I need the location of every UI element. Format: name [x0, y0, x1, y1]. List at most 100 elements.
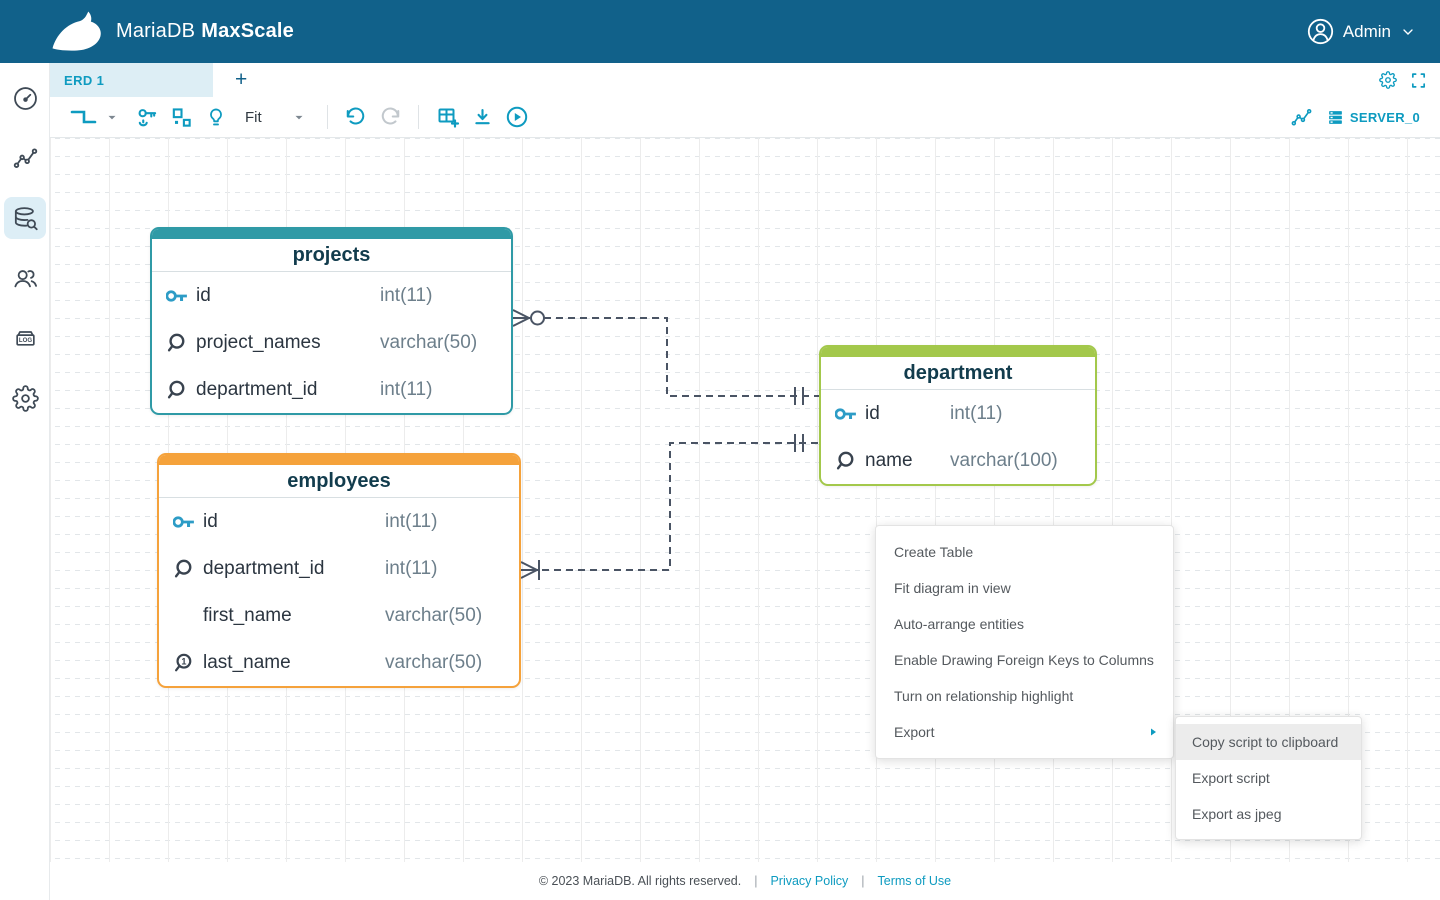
menu-item-label: Copy script to clipboard	[1192, 734, 1339, 750]
menu-item-enable-fk-drawing[interactable]: Enable Drawing Foreign Keys to Columns	[876, 642, 1173, 678]
relationship-lines	[512, 309, 819, 580]
magnifier-icon	[166, 379, 196, 401]
run-icon[interactable]	[499, 105, 535, 129]
users-icon	[12, 265, 39, 292]
table-row[interactable]: id int(11)	[152, 272, 511, 319]
erd-canvas[interactable]: projects id int(11) project_names varcha…	[50, 138, 1440, 862]
zoom-caret-icon[interactable]	[292, 110, 306, 124]
sidebar-item-settings[interactable]	[4, 377, 46, 419]
menu-item-label: Export	[894, 724, 935, 740]
relationship-shape-icon[interactable]	[63, 104, 103, 130]
table-title: projects	[152, 239, 511, 272]
sidebar-item-logs[interactable]: LOG	[4, 317, 46, 359]
terms-of-use-link[interactable]: Terms of Use	[877, 874, 952, 888]
table-row[interactable]: department_id int(11)	[159, 545, 519, 592]
magnifier-1-icon: 1	[173, 652, 203, 674]
sidebar-item-users[interactable]	[4, 257, 46, 299]
column-name: last_name	[203, 651, 291, 673]
column-type: int(11)	[950, 402, 1003, 424]
privacy-policy-link[interactable]: Privacy Policy	[770, 874, 849, 888]
line-chart-icon	[12, 145, 39, 172]
main-area: ERD 1 +	[50, 63, 1440, 900]
submenu-item-copy-script[interactable]: Copy script to clipboard	[1176, 724, 1361, 760]
sidebar-item-dashboard[interactable]	[4, 77, 46, 119]
column-type: int(11)	[385, 510, 438, 532]
column-type: varchar(100)	[950, 449, 1058, 471]
menu-item-fit-diagram[interactable]: Fit diagram in view	[876, 570, 1173, 606]
table-color-cap	[821, 347, 1095, 357]
entity-table-projects[interactable]: projects id int(11) project_names varcha…	[150, 227, 513, 415]
table-title: department	[821, 357, 1095, 390]
sidebar: LOG	[0, 63, 50, 900]
submenu-item-export-jpeg[interactable]: Export as jpeg	[1176, 796, 1361, 832]
column-type: varchar(50)	[385, 651, 483, 673]
visualize-icon[interactable]	[1290, 106, 1313, 129]
menu-item-relationship-highlight[interactable]: Turn on relationship highlight	[876, 678, 1173, 714]
logs-icon-label: LOG	[18, 338, 31, 344]
menu-item-label: Turn on relationship highlight	[894, 688, 1074, 704]
menu-item-create-table[interactable]: Create Table	[876, 534, 1173, 570]
menu-item-label: Export as jpeg	[1192, 806, 1282, 822]
column-name: first_name	[203, 604, 292, 626]
key-icon	[166, 288, 196, 304]
table-row[interactable]: id int(11)	[821, 390, 1095, 437]
sidebar-item-visualization[interactable]	[4, 137, 46, 179]
relationship-shape-caret-icon[interactable]	[105, 110, 119, 124]
app-footer: © 2023 MariaDB. All rights reserved. | P…	[50, 862, 1440, 900]
column-type: int(11)	[380, 378, 433, 400]
table-row[interactable]: id int(11)	[159, 498, 519, 545]
user-menu[interactable]: Admin	[1307, 18, 1416, 45]
svg-text:1: 1	[181, 656, 186, 666]
menu-item-export[interactable]: Export	[876, 714, 1173, 750]
column-type: int(11)	[385, 557, 438, 579]
toolbar-divider	[417, 105, 419, 129]
table-row[interactable]: first_name varchar(50)	[159, 592, 519, 639]
tab-erd-1[interactable]: ERD 1	[50, 63, 213, 97]
column-name: department_id	[203, 557, 325, 579]
footer-separator: |	[861, 874, 865, 888]
menu-item-label: Fit diagram in view	[894, 580, 1011, 596]
add-table-icon[interactable]	[430, 105, 466, 129]
entity-table-department[interactable]: department id int(11) name varchar(100)	[819, 345, 1097, 486]
table-row[interactable]: 1 last_name varchar(50)	[159, 639, 519, 686]
gear-icon	[11, 384, 39, 412]
fullscreen-icon[interactable]	[1410, 72, 1427, 89]
auto-arrange-icon[interactable]	[164, 106, 199, 129]
table-row[interactable]: name varchar(100)	[821, 437, 1095, 484]
magnifier-icon	[173, 558, 203, 580]
tab-label: ERD 1	[64, 72, 105, 88]
redo-icon[interactable]	[373, 106, 407, 128]
server-selector[interactable]: SERVER_0	[1327, 109, 1420, 126]
submenu-item-export-script[interactable]: Export script	[1176, 760, 1361, 796]
user-label: Admin	[1342, 21, 1391, 41]
table-color-cap	[152, 229, 511, 239]
table-title: employees	[159, 465, 519, 498]
brand-primary: MariaDB	[116, 20, 196, 42]
magnifier-icon	[166, 332, 196, 354]
export-diagram-icon[interactable]	[466, 107, 499, 128]
add-tab-button[interactable]: +	[235, 68, 248, 91]
toolbar-divider	[326, 105, 328, 129]
sidebar-item-query-editor[interactable]	[4, 197, 46, 239]
copyright-text: © 2023 MariaDB. All rights reserved.	[538, 874, 742, 888]
magnifier-icon	[835, 450, 865, 472]
menu-item-label: Create Table	[894, 544, 974, 560]
undo-icon[interactable]	[339, 106, 373, 128]
lightbulb-icon[interactable]	[199, 106, 233, 129]
column-name: project_names	[196, 331, 321, 353]
menu-item-auto-arrange[interactable]: Auto-arrange entities	[876, 606, 1173, 642]
erd-toolbar: Fit	[50, 97, 1440, 138]
table-row[interactable]: department_id int(11)	[152, 366, 511, 413]
column-name: id	[196, 284, 211, 306]
settings-gear-icon[interactable]	[1379, 71, 1397, 89]
table-row[interactable]: project_names varchar(50)	[152, 319, 511, 366]
chevron-down-icon	[1400, 24, 1416, 40]
relationship-projects-department	[544, 317, 819, 397]
draw-foreign-key-icon[interactable]	[129, 106, 164, 129]
column-name: id	[865, 402, 880, 424]
zoom-select[interactable]: Fit	[245, 108, 262, 126]
entity-table-employees[interactable]: employees id int(11) department_id int(1…	[157, 453, 521, 688]
